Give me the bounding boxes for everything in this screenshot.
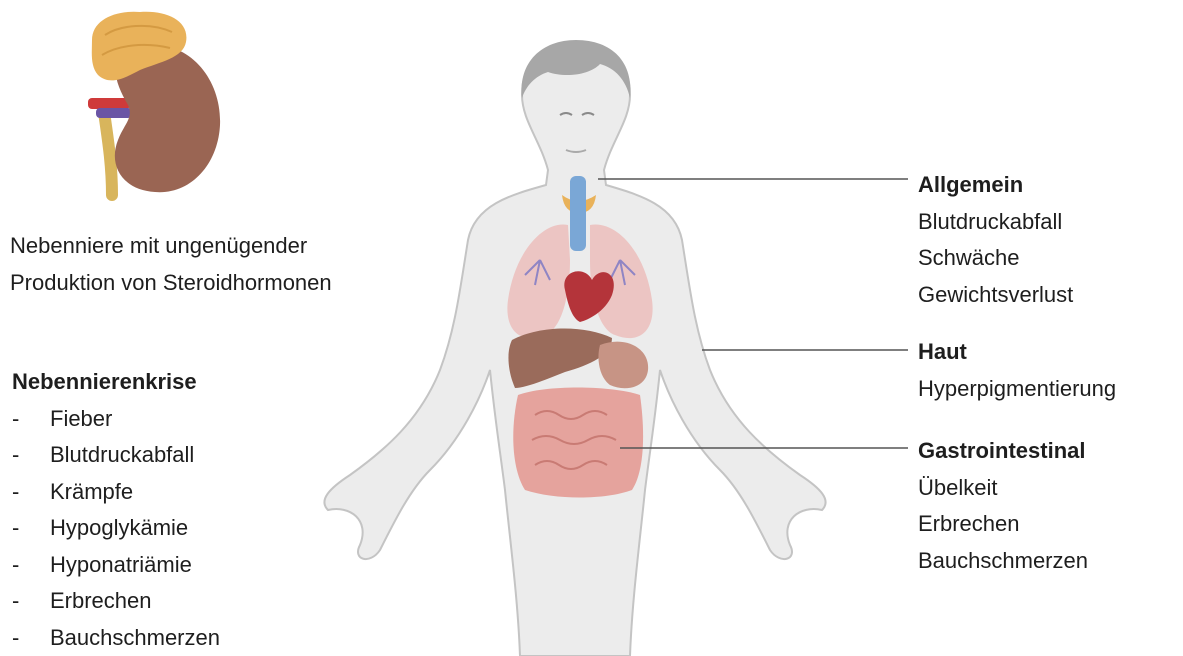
symptom-item: Erbrechen xyxy=(918,506,1088,543)
symptom-group-allgemein: Allgemein Blutdruckabfall Schwäche Gewic… xyxy=(918,167,1073,313)
crisis-title: Nebennierenkrise xyxy=(12,364,220,401)
symptom-item: Bauchschmerzen xyxy=(918,543,1088,580)
list-item: - Erbrechen xyxy=(12,583,220,620)
caption-line: Nebenniere mit ungenügender xyxy=(10,228,332,265)
bullet-dash: - xyxy=(12,620,19,656)
symptom-item: Hyperpigmentierung xyxy=(918,371,1116,408)
list-item-text: Blutdruckabfall xyxy=(50,442,194,467)
list-item: - Blutdruckabfall xyxy=(12,437,220,474)
list-item-text: Krämpfe xyxy=(50,479,133,504)
caption-line: Produktion von Steroidhormonen xyxy=(10,265,332,302)
trachea xyxy=(570,176,586,251)
bullet-dash: - xyxy=(12,437,19,474)
list-item: - Hypoglykämie xyxy=(12,510,220,547)
bullet-dash: - xyxy=(12,583,19,620)
bullet-dash: - xyxy=(12,401,19,438)
intestines xyxy=(513,388,643,498)
list-item: - Bauchschmerzen xyxy=(12,620,220,656)
crisis-section: Nebennierenkrise - Fieber - Blutdruckabfal… xyxy=(12,364,220,656)
symptom-item: Übelkeit xyxy=(918,470,1088,507)
symptom-group-haut: Haut Hyperpigmentierung xyxy=(918,334,1116,407)
bullet-dash: - xyxy=(12,474,19,511)
list-item-text: Hypoglykämie xyxy=(50,515,188,540)
bullet-dash: - xyxy=(12,547,19,584)
symptom-item: Blutdruckabfall xyxy=(918,204,1073,241)
crisis-list: - Fieber - Blutdruckabfall - Krämpfe - Hypog… xyxy=(12,401,220,656)
list-item: - Fieber xyxy=(12,401,220,438)
list-item-text: Fieber xyxy=(50,406,112,431)
group-title: Haut xyxy=(918,334,1116,371)
list-item-text: Erbrechen xyxy=(50,588,152,613)
group-title: Allgemein xyxy=(918,167,1073,204)
bullet-dash: - xyxy=(12,510,19,547)
symptom-item: Gewichtsverlust xyxy=(918,277,1073,314)
group-title: Gastrointestinal xyxy=(918,433,1088,470)
symptom-group-gastrointestinal: Gastrointestinal Übelkeit Erbrechen Bauc… xyxy=(918,433,1088,579)
list-item: - Krämpfe xyxy=(12,474,220,511)
list-item-text: Bauchschmerzen xyxy=(50,625,220,650)
kidney-caption: Nebenniere mit ungenügender Produktion v… xyxy=(10,228,332,301)
list-item-text: Hyponatriämie xyxy=(50,552,192,577)
list-item: - Hyponatriämie xyxy=(12,547,220,584)
symptom-item: Schwäche xyxy=(918,240,1073,277)
